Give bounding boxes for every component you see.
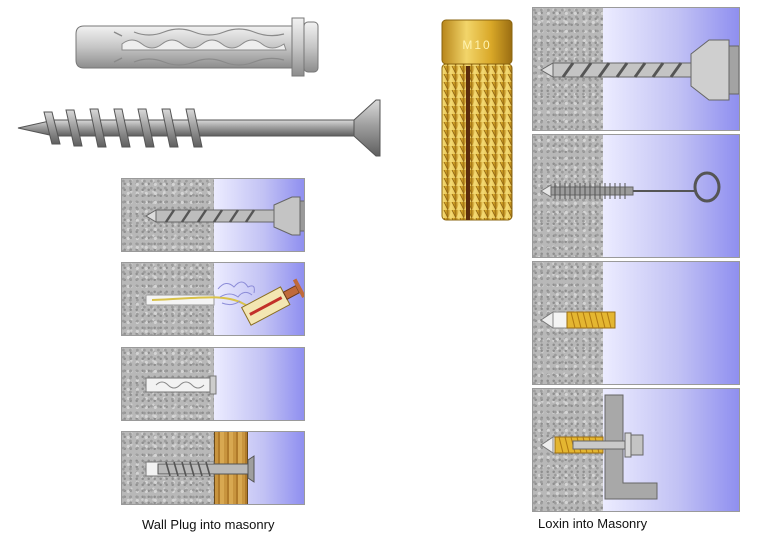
wall-plug-step-blow-out [121, 262, 305, 336]
wall-plug-step-fix [121, 431, 305, 505]
loxin-step-insert [532, 261, 740, 385]
countersunk-screw-illustration [14, 96, 384, 162]
cleaning-brush-icon [540, 171, 721, 203]
shield-anchor-illustration: M10 [440, 18, 514, 224]
caption-wall-plug: Wall Plug into masonry [142, 517, 275, 532]
air-gap [214, 348, 304, 420]
masonry [533, 135, 603, 257]
wall-plug-illustration [74, 14, 322, 80]
blow-pump-icon [240, 278, 304, 326]
wall-plug-step-drill [121, 178, 305, 252]
angle-bracket [604, 394, 658, 500]
shield-marking: M10 [462, 38, 492, 52]
caption-loxin: Loxin into Masonry [538, 516, 648, 531]
loxin-step-drill [532, 7, 740, 131]
wall-plug-step-insert [121, 347, 305, 421]
air-gap [603, 262, 739, 384]
loxin-step-fix [532, 388, 740, 512]
loxin-step-brush [532, 134, 740, 258]
